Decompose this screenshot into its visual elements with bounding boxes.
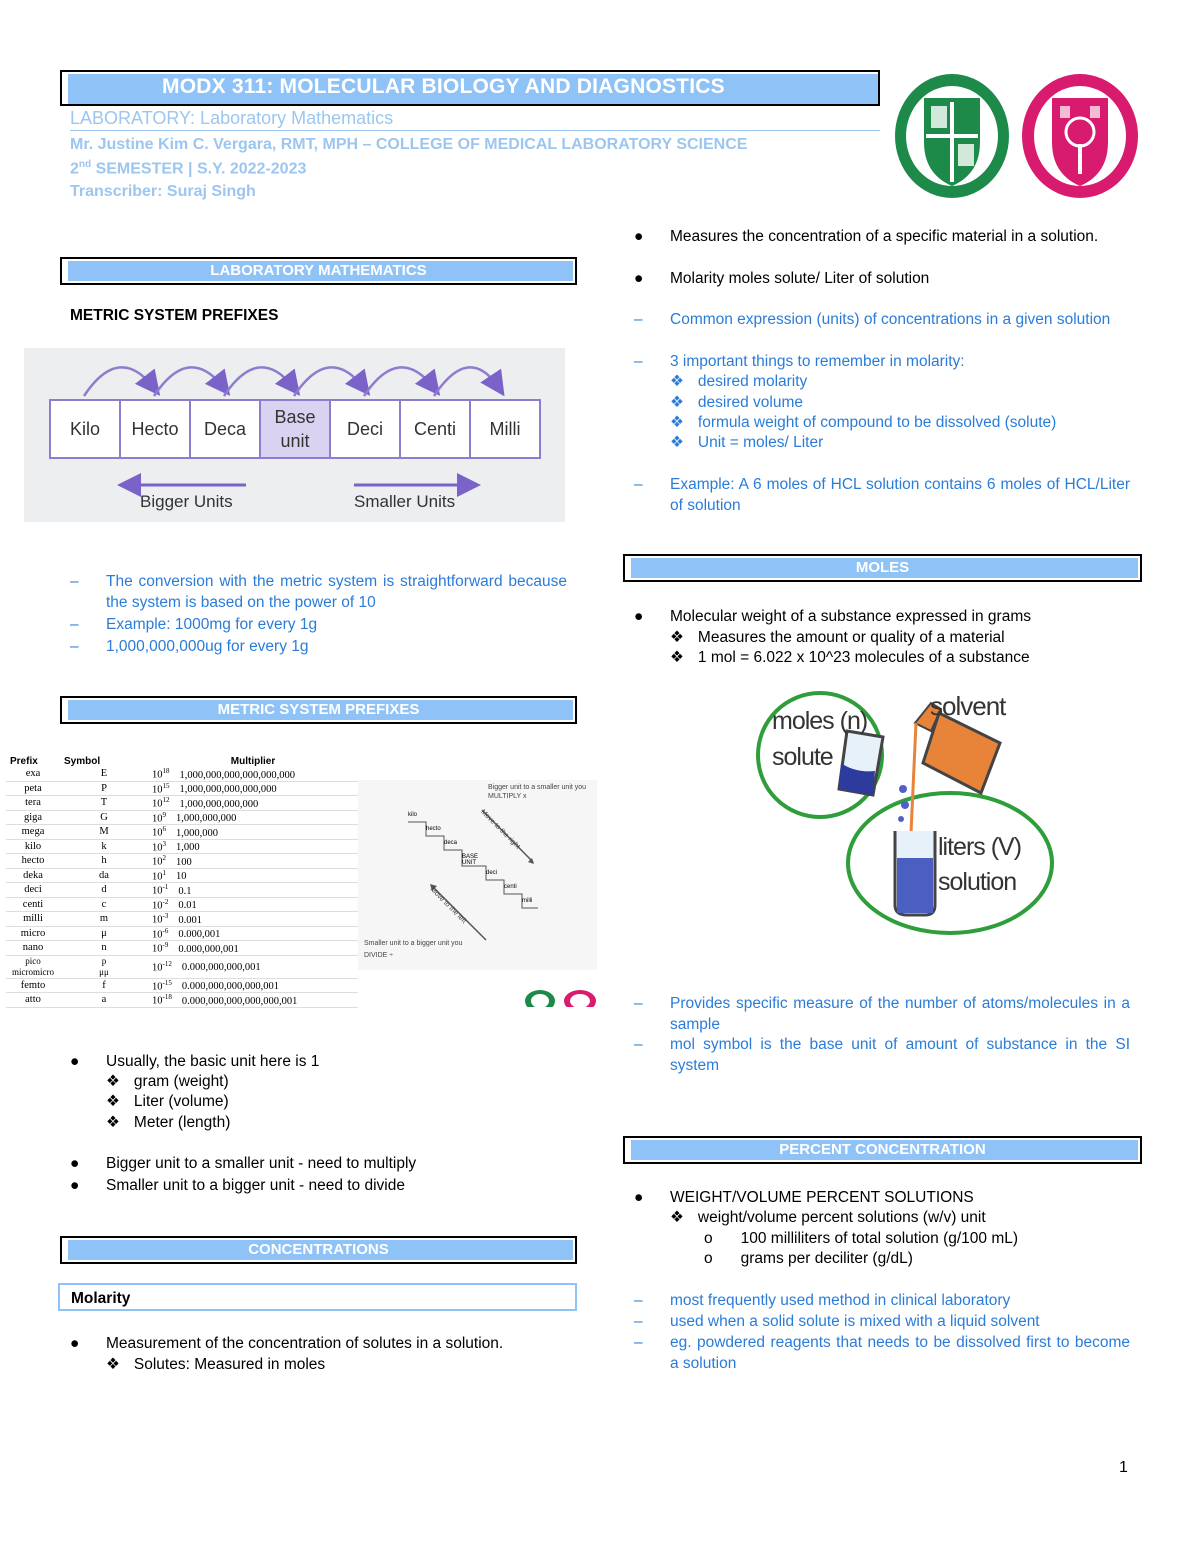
section-header-metric-prefixes: METRIC SYSTEM PREFIXES	[60, 696, 577, 724]
section-header-percent-concentration: PERCENT CONCENTRATION	[623, 1136, 1142, 1164]
liters-label: liters (V)	[938, 833, 1022, 861]
section-header-concentrations: CONCENTRATIONS	[60, 1236, 577, 1264]
step-base-unit: BASE UNIT	[462, 854, 479, 866]
university-seal-pink	[1022, 74, 1138, 198]
moles-notes: –Provides specific measure of the number…	[634, 995, 1130, 1074]
metric-prefix-diagram: Kilo Hecto Deca Base unit Deci Centi Mil…	[24, 348, 565, 522]
moles-list: ●Molecular weight of a substance express…	[634, 608, 1031, 666]
percent-concentration-list: ●WEIGHT/VOLUME PERCENT SOLUTIONS ❖weight…	[634, 1189, 1130, 1372]
step-kilo: kilo	[408, 812, 418, 818]
step-hecto: hecto	[426, 826, 441, 832]
header-divider	[70, 130, 880, 131]
step-milli: milli	[522, 898, 533, 904]
staircase-diagram: Bigger unit to a smaller unit you MULTIP…	[358, 780, 597, 970]
prefix-box-deci: Deci	[329, 399, 401, 459]
step-centi: centi	[504, 884, 517, 890]
basic-unit-list: ●Usually, the basic unit here is 1 ❖gram…	[70, 1053, 417, 1194]
prefix-box-base-unit: Base unit	[259, 399, 331, 459]
bigger-units-label: Bigger Units	[140, 492, 233, 511]
document-title: MODX 311: MOLECULAR BIOLOGY AND DIAGNOST…	[162, 75, 725, 98]
transcriber-line: Transcriber: Suraj Singh	[70, 183, 256, 200]
section-header-laboratory-mathematics: LABORATORY MATHEMATICS	[60, 257, 577, 285]
solute-label: solute	[772, 743, 834, 771]
molarity-heading: Molarity	[71, 1290, 131, 1307]
molarity-details: ●Measures the concentration of a specifi…	[634, 228, 1130, 514]
moles-label: moles (n)	[772, 707, 868, 735]
solution-label: solution	[938, 868, 1017, 896]
metric-prefixes-heading: METRIC SYSTEM PREFIXES	[70, 307, 279, 324]
instructor-line: Mr. Justine Kim C. Vergara, RMT, MPH – C…	[70, 136, 748, 153]
prefix-box-centi: Centi	[399, 399, 471, 459]
molarity-heading-box: Molarity	[58, 1283, 577, 1311]
solvent-label: solvent	[930, 691, 1006, 721]
prefix-box-deca: Deca	[189, 399, 261, 459]
moles-illustration: moles (n) solute solvent liters (V) solu…	[755, 683, 1055, 938]
title-bar: MODX 311: MOLECULAR BIOLOGY AND DIAGNOST…	[60, 70, 880, 106]
smaller-units-label: Smaller Units	[354, 492, 456, 511]
prefix-box-hecto: Hecto	[119, 399, 191, 459]
university-seal-green: 1967	[895, 74, 1009, 198]
mini-seals-icon	[525, 990, 596, 1007]
prefix-box-milli: Milli	[469, 399, 541, 459]
lab-subtitle: LABORATORY: Laboratory Mathematics	[70, 108, 394, 128]
semester-line: 2nd SEMESTER | S.Y. 2022-2023	[70, 159, 307, 178]
svg-text:1967: 1967	[943, 87, 961, 96]
prefix-box-kilo: Kilo	[49, 399, 121, 459]
multiply-caption: Bigger unit to a smaller unit you MULTIP…	[488, 784, 587, 800]
step-deca: deca	[444, 840, 458, 846]
page-number: 1	[1119, 1459, 1128, 1476]
molarity-list: ●Measurement of the concentration of sol…	[70, 1335, 504, 1373]
step-deci: deci	[486, 870, 498, 876]
divide-caption: Smaller unit to a bigger unit you DIVIDE…	[364, 940, 463, 959]
section-header-moles: MOLES	[623, 554, 1142, 582]
